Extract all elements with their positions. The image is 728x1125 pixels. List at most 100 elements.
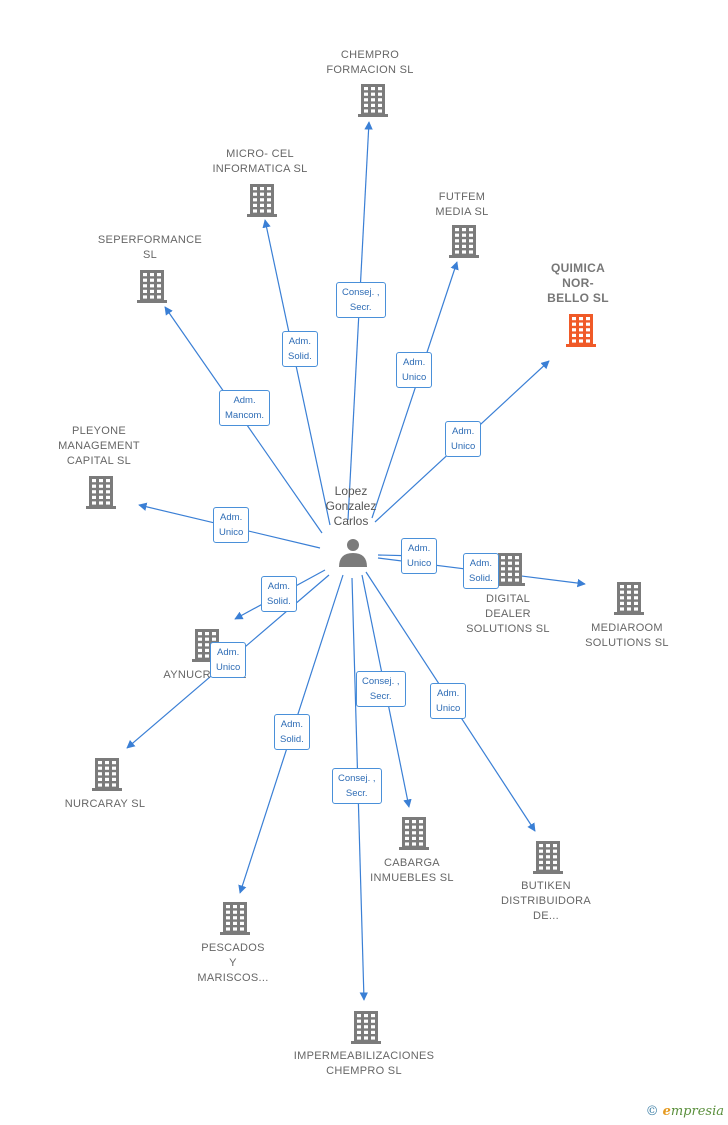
company-label-line: INFORMATICA SL [212, 163, 308, 175]
pleyone-building-icon[interactable] [86, 476, 116, 509]
company-label-futfem[interactable]: FUTFEM MEDIA SL [387, 190, 537, 220]
relation-text: Secr. [345, 788, 368, 799]
company-label-line: MANAGEMENT [58, 440, 140, 452]
company-label-line: MARISCOS... [197, 972, 269, 984]
digital-dealer-building-icon[interactable] [495, 553, 525, 586]
company-label-line: Y [229, 957, 237, 969]
company-label-line: DE... [533, 910, 559, 922]
relation-text: Adm. [437, 688, 460, 699]
relation-box-cabarga[interactable]: Consej. ,Secr. [356, 671, 406, 707]
company-label-line: SOLUTIONS SL [466, 623, 550, 635]
company-label-line: MICRO- CEL [226, 148, 294, 160]
company-label-line: BUTIKEN [521, 880, 571, 892]
company-label-line: QUIMICA [550, 261, 606, 275]
company-label-line: SEPERFORMANCE [97, 234, 203, 246]
company-label-line: CAPITAL SL [66, 455, 132, 467]
company-label-seperformance[interactable]: SEPERFORMANCE SL [75, 233, 225, 263]
company-label-line: PESCADOS [201, 942, 265, 954]
cabarga-building-icon[interactable] [399, 817, 429, 850]
empresia-logo[interactable]: ©empresia [645, 1104, 724, 1119]
company-label-line: PLEYONE [71, 425, 127, 437]
company-label-line: FUTFEM [438, 191, 486, 203]
futfem-building-icon[interactable] [449, 225, 479, 258]
company-label-chempro-formacion[interactable]: CHEMPRO FORMACION SL [295, 48, 445, 78]
micro-cel-building-icon[interactable] [247, 184, 277, 217]
company-label-line: INMUEBLES SL [370, 872, 454, 884]
relation-text: Adm. [220, 512, 243, 523]
company-label-line: SOLUTIONS SL [585, 637, 669, 649]
nurcaray-building-icon[interactable] [92, 758, 122, 791]
relation-text: Unico [451, 441, 476, 452]
company-label-line: CHEMPRO [340, 49, 400, 61]
person-name[interactable]: Lopez Gonzalez Carlos [325, 484, 377, 528]
relation-text: Secr. [349, 302, 372, 313]
seperformance-building-icon[interactable] [137, 270, 167, 303]
relation-box-nurcaray[interactable]: Adm. Unico [210, 642, 247, 678]
relation-text: Secr. [369, 691, 392, 702]
company-label-line: AYNUCROM SL [163, 669, 247, 681]
relation-text: Mancom. [225, 410, 265, 421]
relation-box-micro-cel[interactable]: Adm. Solid. [282, 331, 318, 367]
relation-text: Unico [402, 372, 427, 383]
relation-box-butiken[interactable]: Adm. Unico [430, 683, 467, 719]
company-label-mediaroom[interactable]: MEDIAROOM SOLUTIONS SL [552, 621, 702, 651]
person-body-icon [339, 553, 367, 567]
relation-text: Unico [219, 527, 244, 538]
relation-text: Adm. [288, 336, 311, 347]
relation-box-digital-dealer[interactable]: Adm. Unico [401, 538, 438, 574]
relation-text: Consej. , [342, 287, 380, 298]
company-label-line: SL [142, 249, 158, 261]
company-label-line: DIGITAL [485, 593, 531, 605]
company-label-line: NURCARAY SL [64, 798, 146, 810]
company-label-line: CABARGA [384, 857, 440, 869]
relation-text: Unico [407, 558, 432, 569]
company-label-line: MEDIA SL [435, 206, 489, 218]
relation-box-pescados[interactable]: Adm.Solid. [274, 714, 310, 750]
relation-text: Adm. [469, 558, 492, 569]
relation-box-futfem[interactable]: Adm. Unico [396, 352, 433, 388]
relation-text: Solid. [267, 596, 291, 607]
company-label-line: DISTRIBUIDORA [500, 895, 592, 907]
company-label-line: CHEMPRO SL [326, 1065, 402, 1077]
company-label-micro-cel[interactable]: MICRO- CEL INFORMATICA SL [185, 147, 335, 177]
relation-box-seperformance[interactable]: Adm. Mancom. [219, 390, 271, 426]
company-label-nurcaray[interactable]: NURCARAY SL [30, 797, 180, 812]
impermeabilizaciones-building-icon[interactable] [351, 1011, 381, 1044]
relation-text: Solid. [280, 734, 304, 745]
company-label-pleyone[interactable]: PLEYONE MANAGEMENT CAPITAL SL [24, 424, 174, 469]
pescados-building-icon[interactable] [220, 902, 250, 935]
relation-text: Unico [436, 703, 461, 714]
quimica-nor-bello-building-icon[interactable] [566, 314, 596, 347]
company-label-cabarga[interactable]: CABARGA INMUEBLES SL [337, 856, 487, 886]
relation-text: Adm. [408, 543, 431, 554]
relation-box-chempro-formacion[interactable]: Consej. , Secr. [336, 282, 386, 318]
chempro-formacion-building-icon[interactable] [358, 84, 388, 117]
company-label-line: NOR- [562, 276, 594, 290]
relation-box-pleyone[interactable]: Adm. Unico [213, 507, 250, 543]
relation-text: Adm. [403, 357, 426, 368]
relation-box-mediaroom[interactable]: Adm.Solid. [463, 553, 499, 589]
relation-text: Adm. [217, 647, 240, 658]
relation-text: Adm. [267, 581, 290, 592]
relation-box-impermeabilizaciones[interactable]: Consej. ,Secr. [332, 768, 382, 804]
edge-futfem [371, 261, 459, 519]
company-label-butiken[interactable]: BUTIKEN DISTRIBUIDORA DE... [471, 879, 621, 924]
person-node[interactable] [339, 539, 367, 567]
mediaroom-building-icon[interactable] [614, 582, 644, 615]
company-label-line: FORMACION SL [326, 64, 414, 76]
butiken-building-icon[interactable] [533, 841, 563, 874]
company-label-pescados[interactable]: PESCADOS Y MARISCOS... [158, 941, 308, 986]
relation-text: Solid. [288, 351, 312, 362]
edge-micro-cel [262, 219, 331, 526]
company-label-aynucrom[interactable]: AYNUCROM SL [130, 668, 280, 683]
company-label-line: DEALER [485, 608, 531, 620]
company-label-digital-dealer[interactable]: DIGITAL DEALER SOLUTIONS SL [433, 592, 583, 637]
edge-chempro-formacion [347, 121, 373, 521]
relation-text: Adm. [233, 395, 256, 406]
relation-text: Unico [216, 662, 241, 673]
relation-box-aynucrom[interactable]: Adm. Solid. [261, 576, 297, 612]
relation-box-quimica-nor-bello[interactable]: Adm.Unico [445, 421, 482, 457]
company-label-line: MEDIAROOM [591, 622, 663, 634]
